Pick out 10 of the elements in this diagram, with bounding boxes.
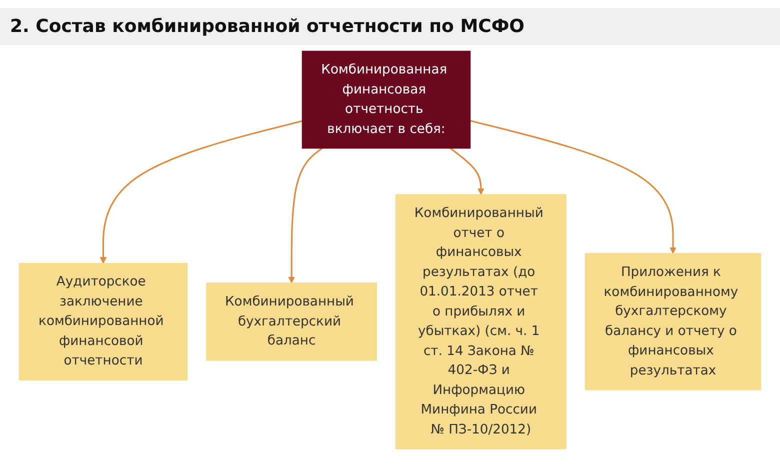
- arrow: [100, 120, 302, 264]
- arrow: [470, 120, 676, 254]
- arrow: [450, 148, 484, 195]
- arrow: [288, 148, 323, 284]
- node-box: Комбинированный бухгалтерский баланс: [206, 282, 377, 361]
- node-box: Аудиторское заключение комбинированной финансовой отчетности: [18, 262, 188, 380]
- node-box: Комбинированный отчет о финансовых результатах (до 01.01.2013 отчет о прибылях и убытках) (см. ч. 1 ст. 14 Закона № 402-ФЗ и Информацию Минфина России № ПЗ-10/2012): [396, 194, 566, 450]
- node-box: Комбинированная финансовая отчетность включает в себя:: [302, 50, 471, 149]
- diagram-title: 2. Состав комбинированной отчетности по МСФО: [0, 8, 780, 45]
- node-box: Приложения к комбинированному бухгалтерскому балансу и отчету о финансовых результатах: [584, 253, 762, 390]
